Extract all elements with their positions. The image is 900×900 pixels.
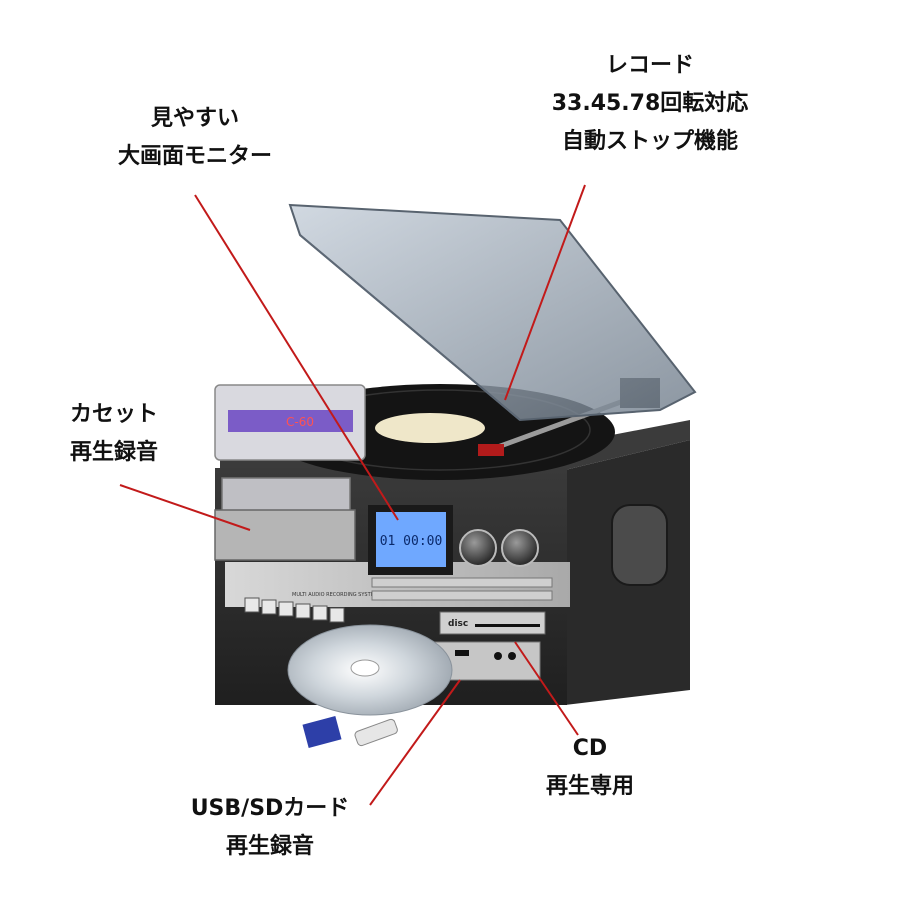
usb-label-line-1: USB/SDカード bbox=[190, 796, 350, 821]
callout-line-cassette bbox=[119, 484, 251, 531]
callout-line-monitor bbox=[194, 194, 399, 521]
tuning-knob bbox=[501, 529, 539, 567]
model-text: MULTI AUDIO RECORDING SYSTEM | CCD-114 bbox=[292, 592, 405, 598]
lcd-display bbox=[376, 512, 446, 567]
monitor-label-line-1: 見やすい bbox=[150, 106, 239, 131]
lcd-readout: 01 00:00 bbox=[380, 534, 443, 549]
callout-line-record bbox=[504, 184, 586, 401]
cd-slot bbox=[475, 624, 540, 627]
record-feature-label: レコード 33.45.78回転対応 自動ストップ機能 bbox=[530, 47, 770, 161]
usb-port bbox=[455, 650, 469, 656]
sd-card bbox=[302, 716, 342, 748]
cassette-control-keys bbox=[244, 597, 345, 623]
tonearm-cartridge bbox=[478, 444, 504, 456]
headphone-jack bbox=[494, 652, 502, 660]
record-label-line-2: 33.45.78回転対応 bbox=[551, 91, 749, 116]
cd-label-line-2: 再生専用 bbox=[545, 774, 634, 799]
cd-disc-hole bbox=[350, 659, 380, 677]
monitor-label-line-2: 大画面モニター bbox=[117, 144, 272, 169]
monitor-feature-label: 見やすい 大画面モニター bbox=[95, 100, 295, 176]
cd-feature-label: CD 再生専用 bbox=[520, 730, 660, 806]
cassette-feature-label: カセット 再生録音 bbox=[70, 396, 200, 472]
dust-cover-edge bbox=[299, 234, 521, 421]
cd-slot-panel bbox=[439, 611, 546, 635]
aux-jack bbox=[508, 652, 516, 660]
record-label-line-1: レコード bbox=[605, 53, 694, 78]
usb-label-line-2: 再生録音 bbox=[225, 834, 314, 859]
usb-feature-label: USB/SDカード 再生録音 bbox=[160, 790, 380, 866]
disc-logo: disc bbox=[448, 619, 468, 629]
function-buttons bbox=[371, 577, 553, 601]
cassette-tray bbox=[214, 509, 356, 561]
callout-line-cd bbox=[514, 641, 579, 736]
cassette-label-line-2: 再生録音 bbox=[70, 440, 159, 465]
usb-stick bbox=[354, 718, 398, 747]
cassette-label-line-1: カセット bbox=[70, 402, 159, 427]
side-speaker-grille bbox=[611, 504, 668, 586]
record-label-line-3: 自動ストップ機能 bbox=[561, 129, 738, 154]
cassette-tape-loose: C-60 bbox=[214, 384, 366, 461]
record-label bbox=[375, 413, 485, 443]
cd-label-line-1: CD bbox=[572, 736, 608, 761]
cassette-tape-label: C-60 bbox=[286, 415, 314, 429]
volume-knob bbox=[459, 529, 497, 567]
callout-line-usb bbox=[369, 679, 461, 806]
